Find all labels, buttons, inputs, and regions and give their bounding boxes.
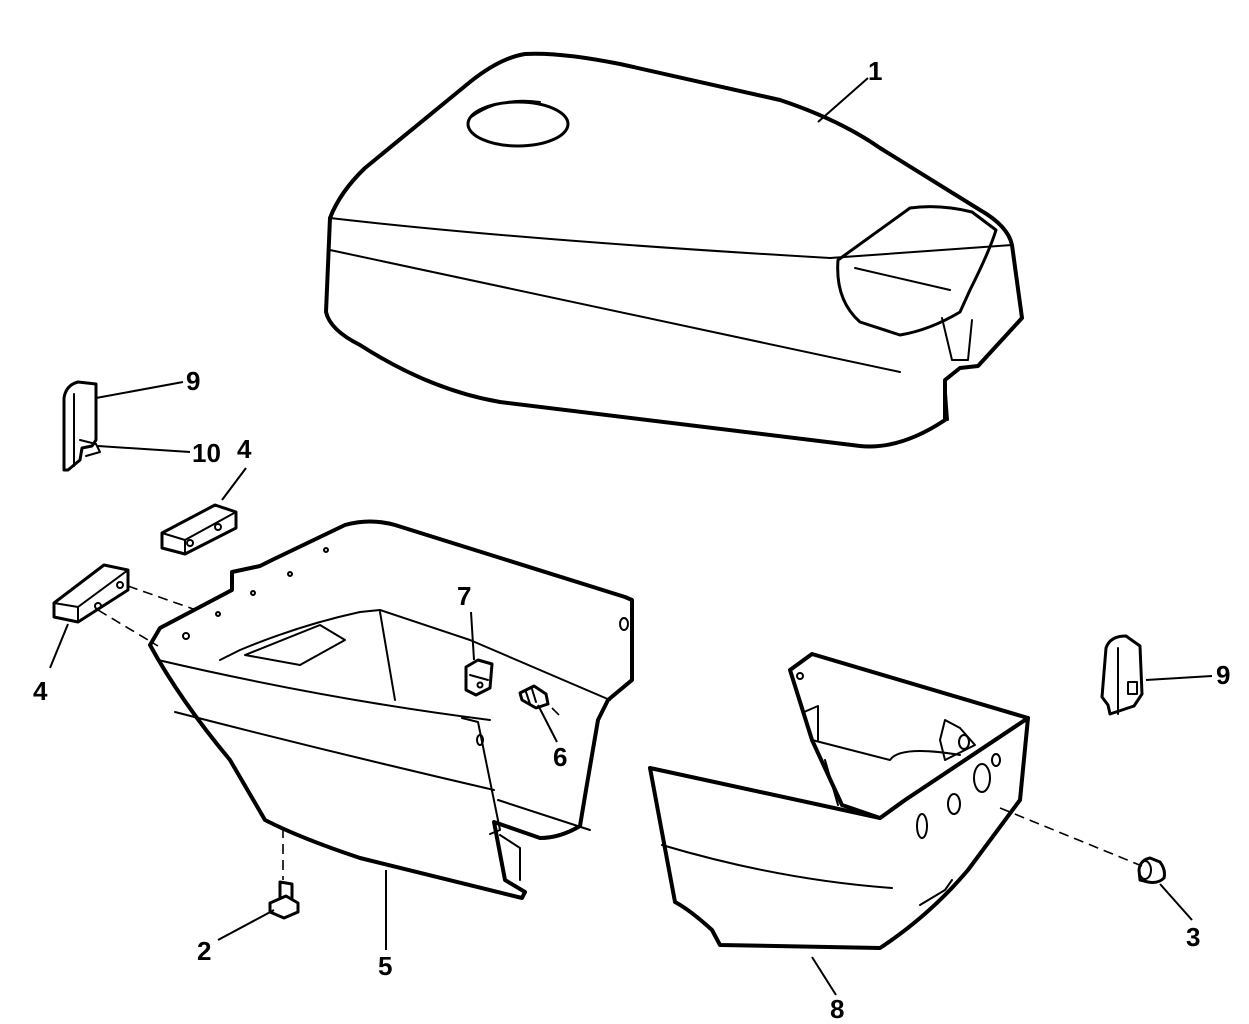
leader-line: [49, 623, 69, 669]
latch-left: [62, 380, 101, 472]
plug-3: [1137, 856, 1166, 884]
leader-line: [1159, 883, 1193, 921]
callout-5: 5: [378, 951, 392, 981]
callout-9: 9: [1216, 660, 1230, 690]
callout-2: 2: [197, 936, 211, 966]
top-cover: [324, 51, 1024, 449]
callout-9: 9: [186, 366, 200, 396]
assembly-line: [551, 707, 561, 717]
leader-line: [95, 381, 184, 399]
clip: [464, 658, 494, 697]
leader-line: [470, 611, 475, 661]
assembly-line: [999, 807, 1143, 867]
callout-4: 4: [237, 434, 252, 464]
assembly-line: [127, 585, 197, 611]
right-lower-cowl: [648, 652, 1030, 950]
leader-line: [221, 467, 247, 501]
bumper-lower: [52, 563, 130, 624]
callout-8: 8: [830, 994, 844, 1024]
leader-line: [537, 704, 558, 743]
callout-1: 1: [868, 56, 882, 86]
callout-3: 3: [1186, 922, 1200, 952]
latch-right: [1100, 634, 1144, 716]
left-lower-cowl: [148, 519, 634, 900]
assembly-line: [97, 609, 159, 647]
callout-7: 7: [457, 581, 471, 611]
callout-6: 6: [553, 742, 567, 772]
callout-4: 4: [33, 676, 48, 706]
callout-10: 10: [192, 438, 221, 468]
leader-line: [811, 956, 837, 996]
bumper-upper: [160, 503, 238, 556]
leader-line: [817, 77, 869, 123]
leader-line: [1145, 675, 1213, 681]
screw-2: [268, 880, 300, 920]
leader-line: [97, 445, 191, 453]
screw-6: [518, 684, 550, 710]
leader-line: [217, 909, 275, 941]
